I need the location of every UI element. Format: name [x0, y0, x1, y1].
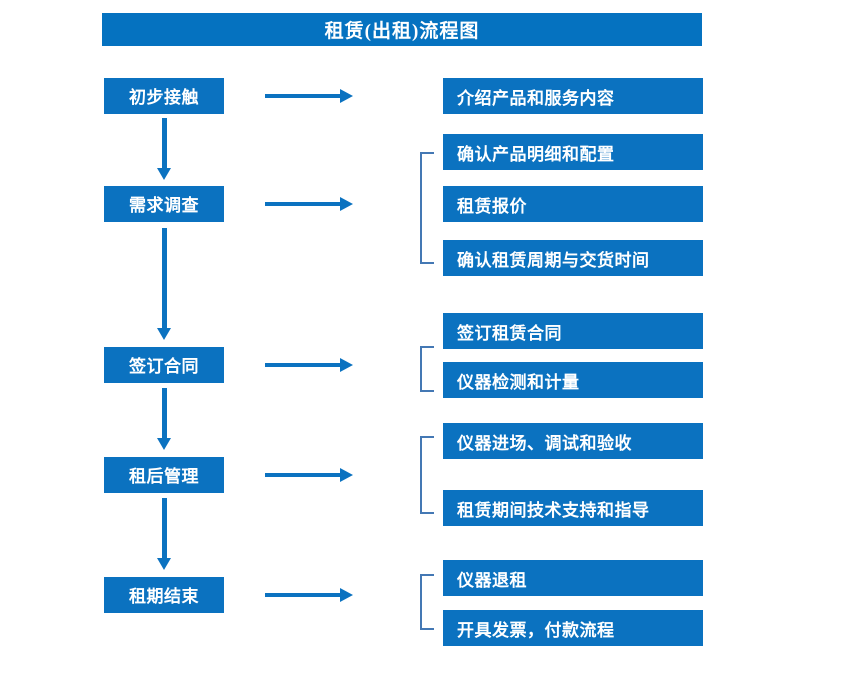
arrow-head-icon: [157, 328, 171, 340]
detail-box-4[interactable]: 确认租赁周期与交货时间: [443, 240, 703, 276]
arrow-shaft: [265, 363, 341, 367]
right-arrow-stage-5: [265, 588, 353, 602]
arrow-head-icon: [157, 168, 171, 180]
stage-box-2[interactable]: 需求调查: [104, 186, 224, 222]
arrow-shaft: [265, 94, 341, 98]
stage-box-4[interactable]: 租后管理: [104, 457, 224, 493]
detail-box-2[interactable]: 确认产品明细和配置: [443, 134, 703, 170]
bracket-group-end: [420, 574, 434, 630]
bracket-group-contract: [420, 346, 434, 392]
arrow-head-icon: [157, 438, 171, 450]
arrow-shaft: [162, 118, 167, 168]
detail-box-10[interactable]: 开具发票，付款流程: [443, 610, 703, 646]
arrow-head-icon: [157, 558, 171, 570]
right-arrow-stage-4: [265, 468, 353, 482]
arrow-head-icon: [340, 588, 353, 602]
bracket-group-management: [420, 436, 434, 514]
arrow-head-icon: [340, 89, 353, 103]
right-arrow-stage-2: [265, 197, 353, 211]
right-arrow-stage-1: [265, 89, 353, 103]
arrow-shaft: [162, 388, 167, 438]
detail-box-9[interactable]: 仪器退租: [443, 560, 703, 596]
arrow-shaft: [162, 228, 167, 328]
right-arrow-stage-3: [265, 358, 353, 372]
stage-box-1[interactable]: 初步接触: [104, 78, 224, 114]
detail-box-1[interactable]: 介绍产品和服务内容: [443, 78, 703, 114]
arrow-shaft: [265, 593, 341, 597]
stage-box-3[interactable]: 签订合同: [104, 347, 224, 383]
detail-box-8[interactable]: 租赁期间技术支持和指导: [443, 490, 703, 526]
bracket-group-requirements: [420, 152, 434, 264]
detail-box-7[interactable]: 仪器进场、调试和验收: [443, 423, 703, 459]
down-arrow-2-to-3: [157, 228, 171, 340]
down-arrow-3-to-4: [157, 388, 171, 450]
arrow-shaft: [265, 202, 341, 206]
arrow-head-icon: [340, 197, 353, 211]
down-arrow-4-to-5: [157, 498, 171, 570]
page-title: 租赁(出租)流程图: [102, 13, 702, 46]
stage-box-5[interactable]: 租期结束: [104, 577, 224, 613]
detail-box-3[interactable]: 租赁报价: [443, 186, 703, 222]
arrow-head-icon: [340, 468, 353, 482]
arrow-head-icon: [340, 358, 353, 372]
detail-box-5[interactable]: 签订租赁合同: [443, 313, 703, 349]
down-arrow-1-to-2: [157, 118, 171, 180]
arrow-shaft: [162, 498, 167, 558]
arrow-shaft: [265, 473, 341, 477]
detail-box-6[interactable]: 仪器检测和计量: [443, 362, 703, 398]
